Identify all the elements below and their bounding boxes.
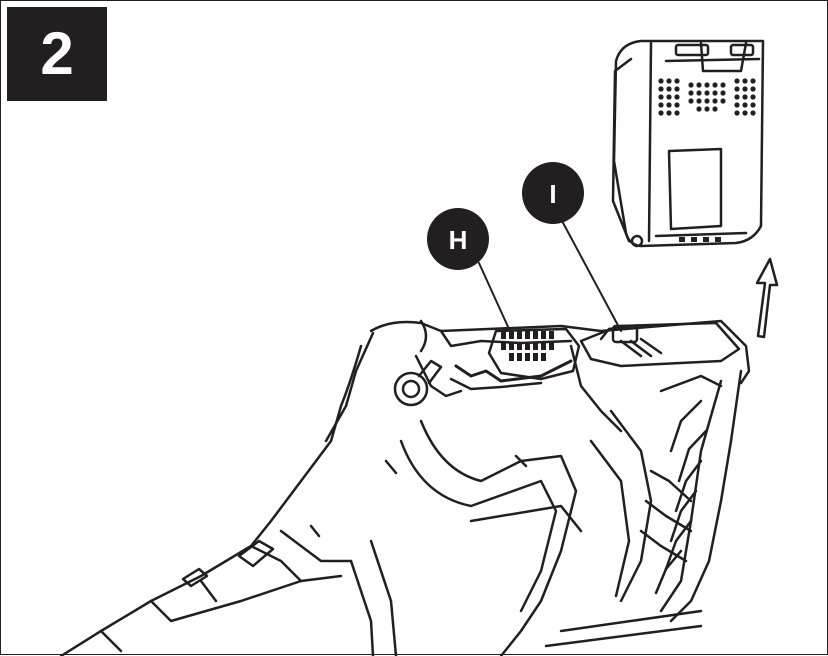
leader-line-i	[560, 218, 622, 332]
step-badge: 2	[7, 7, 107, 101]
battery-pack	[611, 39, 765, 248]
latch-grip	[501, 331, 554, 361]
battery-vents	[658, 78, 756, 242]
callout-h: H	[427, 208, 489, 270]
leader-line-h	[478, 262, 510, 330]
step-number: 2	[40, 20, 74, 87]
latch-button	[449, 327, 581, 391]
callout-h-label: H	[449, 225, 468, 255]
blower-body	[59, 319, 751, 656]
up-arrow-icon	[755, 257, 779, 339]
callout-i: I	[522, 162, 584, 224]
callout-i-label: I	[549, 179, 556, 209]
